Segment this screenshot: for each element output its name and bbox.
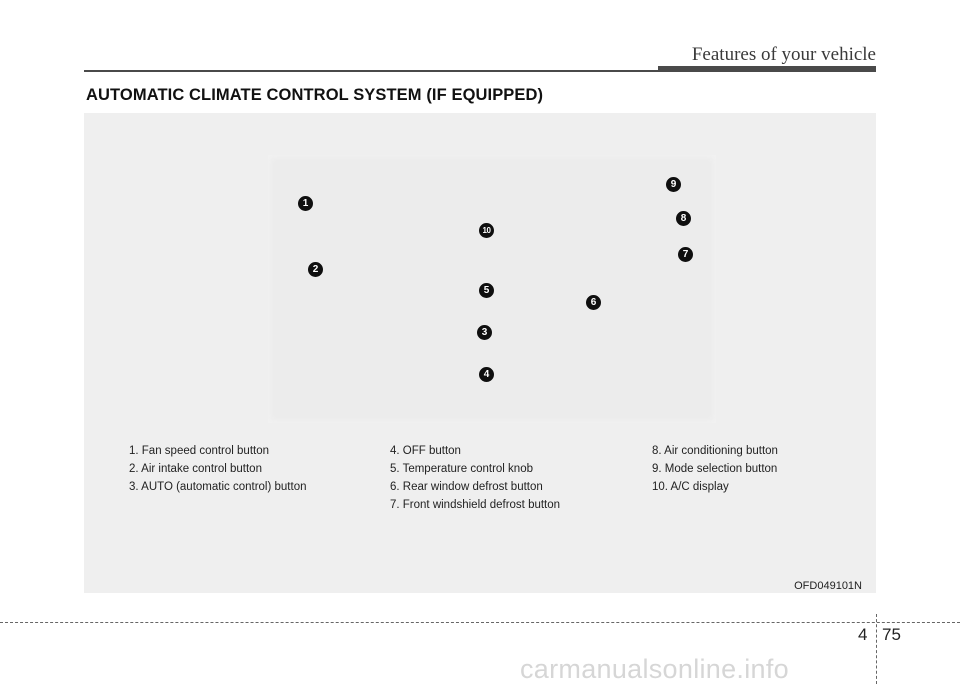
callout-marker-10: 10 — [479, 223, 494, 238]
legend-item-1: 1. Fan speed control button — [129, 445, 270, 457]
callout-marker-9: 9 — [666, 177, 681, 192]
legend-column-1: 1. Fan speed control button 2. Air intak… — [129, 442, 306, 496]
legend-item-2: 2. Air intake control button — [129, 463, 262, 475]
legend-item-10: 10. A/C display — [652, 481, 729, 493]
legend-item-7: 7. Front windshield defrost button — [390, 499, 561, 511]
callout-marker-4: 4 — [479, 367, 494, 382]
figure-code: OFD049101N — [794, 580, 862, 592]
legend-column-3: 8. Air conditioning button 9. Mode selec… — [652, 442, 778, 496]
legend-item-4: 4. OFF button — [390, 445, 461, 457]
callout-marker-3: 3 — [477, 325, 492, 340]
legend-item-8: 8. Air conditioning button — [652, 445, 778, 457]
header-rule-accent — [658, 66, 876, 72]
watermark-text: carmanualsonline.info — [520, 654, 789, 684]
legend-column-2: 4. OFF button 5. Temperature control kno… — [390, 442, 560, 514]
header-rule — [84, 70, 876, 72]
chapter-number: 4 — [858, 625, 868, 644]
callout-marker-7: 7 — [678, 247, 693, 262]
page-number: 75 — [882, 625, 901, 644]
section-title: AUTOMATIC CLIMATE CONTROL SYSTEM (IF EQU… — [86, 86, 544, 104]
legend-item-9: 9. Mode selection button — [652, 463, 778, 475]
footer-divider — [876, 614, 877, 684]
legend-item-3: 3. AUTO (automatic control) button — [129, 481, 307, 493]
callout-marker-2: 2 — [308, 262, 323, 277]
legend-item-5: 5. Temperature control knob — [390, 463, 533, 475]
footer-rule — [0, 622, 960, 623]
legend-item-6: 6. Rear window defrost button — [390, 481, 543, 493]
page-header-title: Features of your vehicle — [691, 44, 876, 65]
figure-panel: 1 2 3 4 5 6 7 8 9 10 1. Fan speed contro… — [84, 113, 876, 593]
callout-marker-1: 1 — [298, 196, 313, 211]
callout-marker-8: 8 — [676, 211, 691, 226]
callout-marker-5: 5 — [479, 283, 494, 298]
callout-marker-6: 6 — [586, 295, 601, 310]
